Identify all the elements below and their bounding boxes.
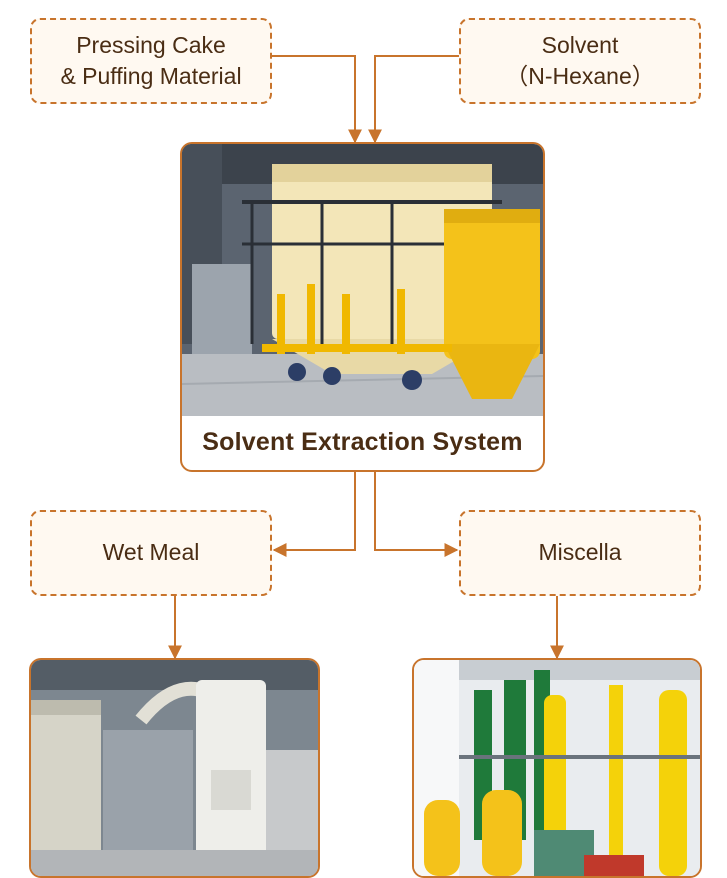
wet-meal-label: Wet Meal	[102, 539, 200, 566]
output-miscella: Miscella	[459, 510, 701, 596]
pressing-cake-line1: Pressing Cake	[76, 31, 226, 58]
flow-connectors	[168, 55, 564, 660]
solvent-extraction-card: Solvent Extraction System	[180, 142, 545, 472]
miscella-photo-card	[412, 658, 702, 878]
input-pressing-cake: Pressing Cake & Puffing Material	[30, 18, 272, 104]
miscella-evaporation-photo	[414, 660, 700, 876]
pressing-cake-line2: & Puffing Material	[60, 63, 242, 89]
solvent-extraction-plant-photo	[182, 144, 543, 416]
output-wet-meal: Wet Meal	[30, 510, 272, 596]
arrow-pressing-cake-to-extraction	[272, 55, 362, 144]
arrow-extraction-to-miscella	[374, 472, 459, 557]
input-solvent: Solvent （N-Hexane）	[459, 18, 701, 104]
arrow-solvent-to-extraction	[368, 55, 459, 144]
desolventizer-toaster-photo	[31, 660, 318, 876]
solvent-extraction-caption: Solvent Extraction System	[202, 427, 523, 456]
solvent-line1: Solvent	[541, 31, 619, 58]
wet-meal-photo-card	[29, 658, 320, 878]
arrow-extraction-to-wet-meal	[272, 472, 356, 557]
miscella-label: Miscella	[538, 539, 622, 566]
solvent-line2: （N-Hexane）	[505, 63, 655, 89]
